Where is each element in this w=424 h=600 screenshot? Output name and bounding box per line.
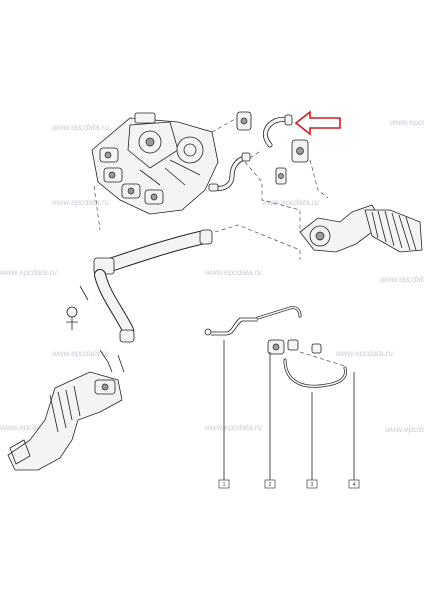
turbo-oil-hose (208, 152, 251, 192)
watermark: www.epcdata.ru (52, 349, 109, 358)
watermarks: www.epcdata.ru www.epcdata.ru www.epcdat… (0, 118, 424, 434)
watermark: www.epcdata.ru (0, 268, 57, 277)
callout-leaders (223, 340, 355, 480)
watermark: www.epcdata.ru (52, 123, 109, 132)
leader-lines-upper (93, 117, 329, 260)
highlight-arrow (294, 110, 341, 136)
watermark: www.epcdata.ru (262, 198, 319, 207)
watermark: www.epcdata.ru (336, 349, 393, 358)
callout-4: 4 (353, 482, 356, 488)
engine-manifold (91, 112, 219, 215)
intake-turbo-pipe (299, 204, 423, 253)
watermark: www.epcdata.ru (205, 268, 262, 277)
watermark: www.epcdata.ru (52, 198, 109, 207)
intercooler-pipe (66, 229, 213, 343)
callout-3: 3 (311, 482, 314, 488)
callout-1: 1 (223, 482, 226, 488)
breather-hose-group (236, 111, 309, 185)
lower-pipe-assembly (204, 306, 348, 388)
watermark: www.epcdata.ru (385, 425, 424, 434)
watermark: www.epcdata.ru (205, 423, 262, 432)
watermark: www.epcdata.ru (380, 275, 424, 284)
watermark: www.epcdata.ru (0, 423, 57, 432)
lower-intake-duct (7, 349, 125, 471)
callout-2: 2 (269, 482, 272, 488)
watermark: www.epcdata.ru (390, 118, 424, 127)
callout-boxes: 1 2 3 4 (218, 479, 360, 489)
